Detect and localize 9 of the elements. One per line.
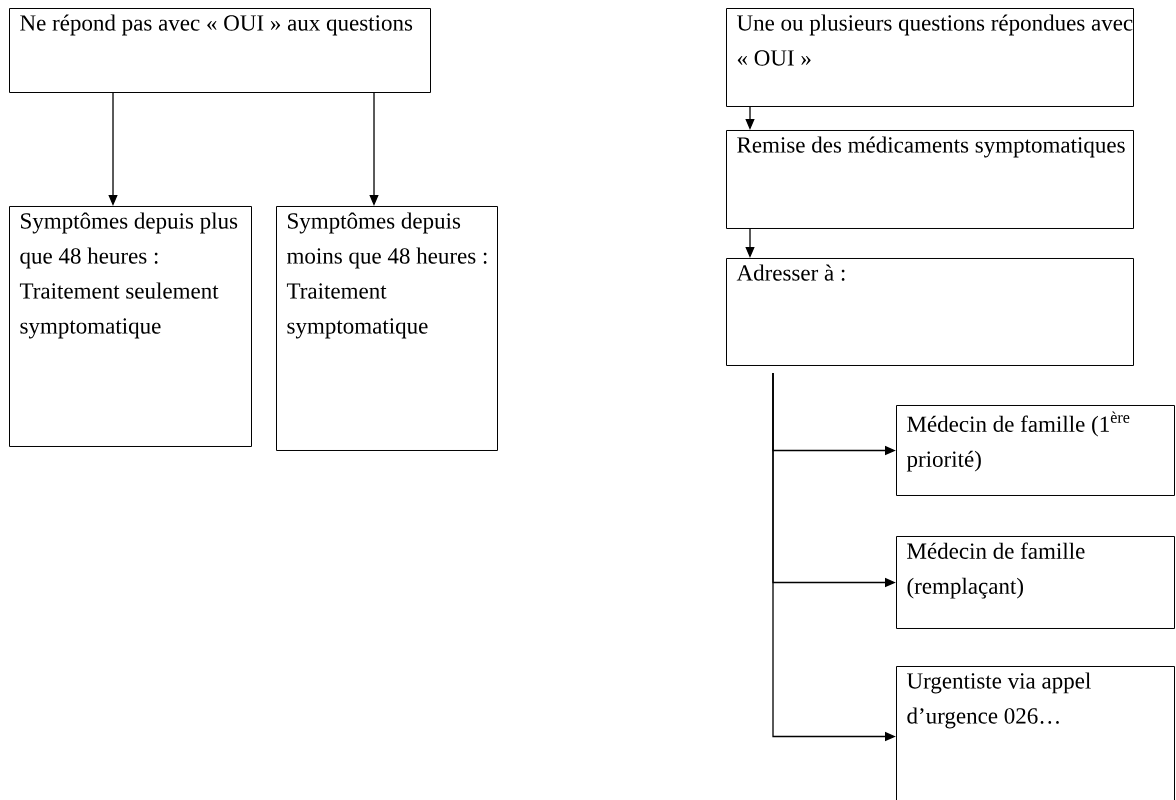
process-box: Urgentiste via appel d’urgence 026… (896, 666, 1175, 800)
process-box: Symptômes depuis plus que 48 heures : Traitement seulement symptomatique (9, 206, 252, 447)
process-box: Une ou plusieurs questions répondues avec « OUI » (726, 8, 1134, 107)
process-box: Remise des médicaments symptomatiques (726, 130, 1134, 229)
process-box: Ne répond pas avec « OUI » aux questions (9, 8, 431, 93)
process-box: Médecin de famille (remplaçant) (896, 536, 1175, 629)
process-box: Symptômes depuis moins que 48 heures : Traitement symptomatique (276, 206, 498, 451)
process-box: Adresser à : (726, 258, 1134, 366)
process-box: Médecin de famille (1$^{ère}$ priorité) (896, 405, 1175, 496)
